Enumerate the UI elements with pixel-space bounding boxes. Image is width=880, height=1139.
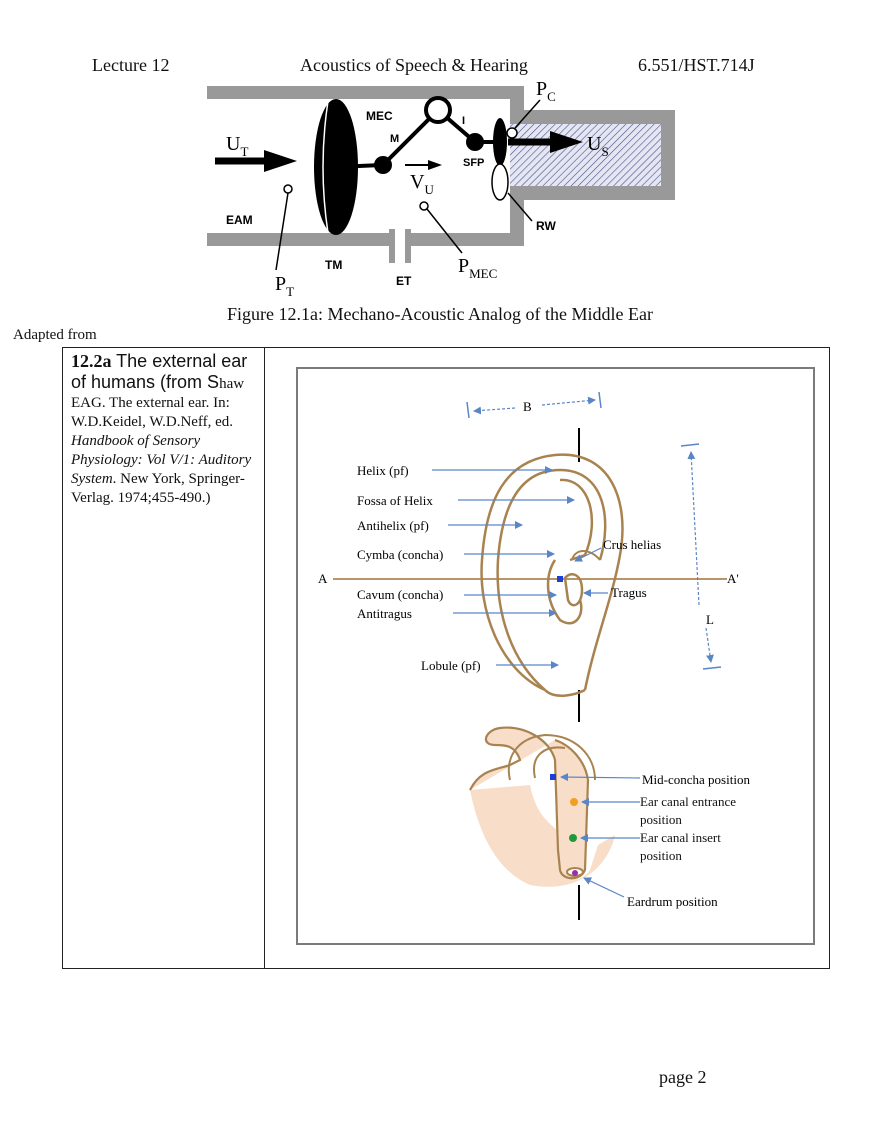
malleus-joint [374, 156, 392, 174]
us-arrow [550, 131, 583, 153]
tm-label: TM [325, 258, 342, 272]
label-cymba: Cymba (concha) [357, 547, 443, 562]
mec-label: MEC [366, 109, 393, 123]
stapes-footplate [493, 118, 507, 166]
axis-a-label: A [318, 571, 328, 586]
ear-outline [480, 453, 624, 697]
stapes-joint [466, 133, 484, 151]
ut-arrow [264, 150, 297, 172]
header-course-number: 6.551/HST.714J [638, 55, 755, 75]
figure-table [62, 347, 830, 969]
dim-l-label: L [706, 612, 714, 627]
pmec-probe [419, 201, 429, 211]
ear-canal-insert-marker [569, 834, 577, 842]
cochlea-outer-bottom [510, 186, 675, 200]
head-tissue [470, 785, 615, 887]
cochlea-outer-end [661, 110, 675, 200]
label-cavum: Cavum (concha) [357, 587, 443, 602]
eam-label: EAM [226, 213, 253, 227]
page-number: page 2 [659, 1067, 707, 1087]
header-lecture: Lecture 12 [92, 55, 170, 75]
incus-joint [424, 96, 452, 124]
lower-wall-left [207, 233, 389, 246]
pmec-label: PMEC [458, 255, 497, 281]
middle-ear-diagram: PC UT US VU PT PMEC MEC M I SFP EAM TM E… [207, 78, 675, 299]
us-label: US [587, 133, 609, 159]
pt-label: PT [275, 273, 294, 299]
vu-label: VU [410, 171, 434, 197]
citation-title: The external ear of humans (from [71, 351, 248, 392]
incus-label: I [462, 115, 465, 127]
label-antitragus: Antitragus [357, 606, 412, 621]
ut-label: UT [226, 133, 248, 159]
header-course-title: Acoustics of Speech & Hearing [300, 55, 528, 75]
external-ear-diagram: B L A A' Helix (pf) Fossa of Helix Antih… [296, 367, 815, 945]
label-tragus: Tragus [611, 585, 647, 600]
label-antihelix: Antihelix (pf) [357, 518, 429, 533]
vu-arrow [428, 160, 442, 170]
mid-concha-marker [550, 774, 556, 780]
eustachian-tube-right [405, 229, 411, 263]
et-label: ET [396, 274, 412, 288]
label-fossa: Fossa of Helix [357, 493, 433, 508]
label-lobule: Lobule (pf) [421, 658, 481, 673]
eustachian-tube-left [389, 229, 395, 263]
eardrum-marker [572, 870, 578, 876]
mid-concha-marker-top [557, 576, 563, 582]
citation-text: 12.2a The external ear of humans (from S… [71, 351, 252, 507]
citation-publisher: . New York, Springer-Verlag. 1974;455-49… [71, 471, 245, 506]
rw-label: RW [536, 219, 556, 233]
round-window [491, 163, 509, 201]
pc-probe [506, 127, 518, 139]
label-ear-canal-insert: Ear canal insert position [640, 830, 721, 863]
dim-b-label: B [523, 399, 532, 414]
cochlea-outer-top [510, 110, 675, 124]
label-mid-concha: Mid-concha position [642, 772, 750, 787]
figure-caption: Figure 12.1a: Mechano-Acoustic Analog of… [227, 304, 653, 324]
malleus-label: M [390, 133, 399, 145]
axis-a-prime-label: A' [727, 571, 739, 586]
label-ear-canal-entrance: Ear canal entrance position [640, 794, 736, 827]
cochlea-fluid [510, 124, 661, 186]
label-helix: Helix (pf) [357, 463, 409, 478]
pc-label: PC [536, 78, 556, 104]
lower-wall-right [410, 233, 524, 246]
adapted-from-label: Adapted from [13, 327, 97, 343]
label-eardrum: Eardrum position [627, 894, 718, 909]
table-divider [264, 347, 265, 969]
citation-author: haw EAG. The external ear. In: W.D.Keide… [71, 376, 245, 430]
ear-canal-entrance-marker [570, 798, 578, 806]
label-crus-helias: Crus helias [603, 537, 661, 552]
sfp-label: SFP [463, 157, 484, 169]
upper-wall [207, 86, 515, 99]
ear-cross-section [469, 726, 590, 880]
citation-number: 12.2a [71, 351, 112, 371]
citation-book: Handbook of Sensory Physiology: Vol V/1:… [71, 433, 252, 487]
